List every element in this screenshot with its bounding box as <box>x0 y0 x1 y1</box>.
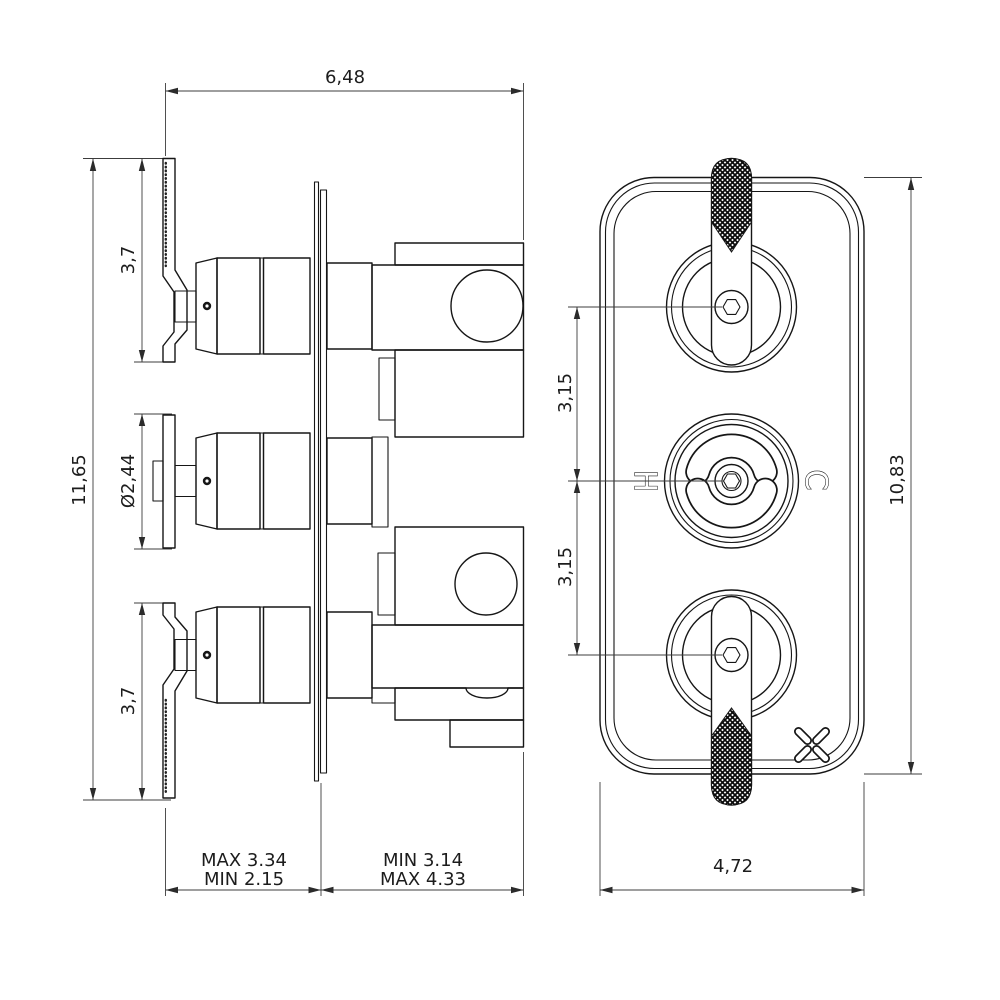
thermostat-dial <box>663 413 800 549</box>
dim-width-top: 6,48 <box>165 67 524 240</box>
dim-label-plate-height: 10,83 <box>887 454 908 506</box>
cold-label: C <box>798 470 833 491</box>
lower-port-circle <box>454 552 518 616</box>
dim-label-width: 6,48 <box>325 67 365 88</box>
side-view: 6,48 11,65 3,7 Ø2,44 <box>69 67 525 896</box>
dim-label-front-depth-1: MAX 3.34 <box>201 850 287 871</box>
crosswater-x-logo <box>794 727 830 763</box>
bottom-knob-side <box>195 606 311 704</box>
dim-handle-spacing-lower: 3,15 <box>555 481 581 655</box>
dim-label-plate-width: 4,72 <box>713 856 753 877</box>
front-view: H C 3,15 <box>555 157 922 896</box>
dim-label-back-depth-2: MAX 4.33 <box>380 869 466 890</box>
top-dial <box>665 157 798 373</box>
dim-handle-spacing-upper: 3,15 <box>555 307 581 481</box>
dim-label-back-depth-1: MIN 3.14 <box>383 850 463 871</box>
valve-body-side <box>326 242 525 748</box>
dim-label-bottom-handle: 3,7 <box>118 687 139 716</box>
hex-socket-icon <box>722 473 741 489</box>
dim-label-front-depth-2: MIN 2.15 <box>204 869 284 890</box>
dim-plate-width: 4,72 <box>599 782 865 896</box>
dim-overall-height: 11,65 <box>69 158 171 801</box>
dim-label-spacing-upper: 3,15 <box>555 373 576 413</box>
top-handle-side <box>162 157 197 363</box>
middle-knob-side <box>195 432 311 530</box>
dim-label-knob-diameter: Ø2,44 <box>118 454 139 508</box>
dim-label-overall-height: 11,65 <box>69 454 90 506</box>
dim-top-handle: 3,7 <box>118 158 172 363</box>
dim-depth-back: MIN 3.14 MAX 4.33 <box>321 752 524 896</box>
dim-depth-front: MAX 3.34 MIN 2.15 <box>165 783 322 896</box>
top-lever-grip-hatch <box>711 157 752 253</box>
dim-bottom-handle: 3,7 <box>118 602 172 800</box>
bottom-handle-side <box>162 602 197 799</box>
hex-socket-icon <box>722 647 741 663</box>
upper-port-circle <box>450 269 524 343</box>
dim-knob-diameter: Ø2,44 <box>118 413 172 550</box>
top-knob-side <box>195 257 311 355</box>
top-outlet-flange <box>394 242 525 266</box>
bottom-outlet <box>394 687 525 721</box>
dim-label-spacing-lower: 3,15 <box>555 547 576 587</box>
bottom-lever-grip-hatch <box>711 707 752 806</box>
trim-plate-side <box>313 181 328 782</box>
hex-socket-icon <box>722 299 741 315</box>
dim-plate-height: 10,83 <box>864 177 922 775</box>
bottom-dial <box>665 589 798 806</box>
middle-dial-side <box>152 414 197 549</box>
dim-label-top-handle: 3,7 <box>118 246 139 275</box>
